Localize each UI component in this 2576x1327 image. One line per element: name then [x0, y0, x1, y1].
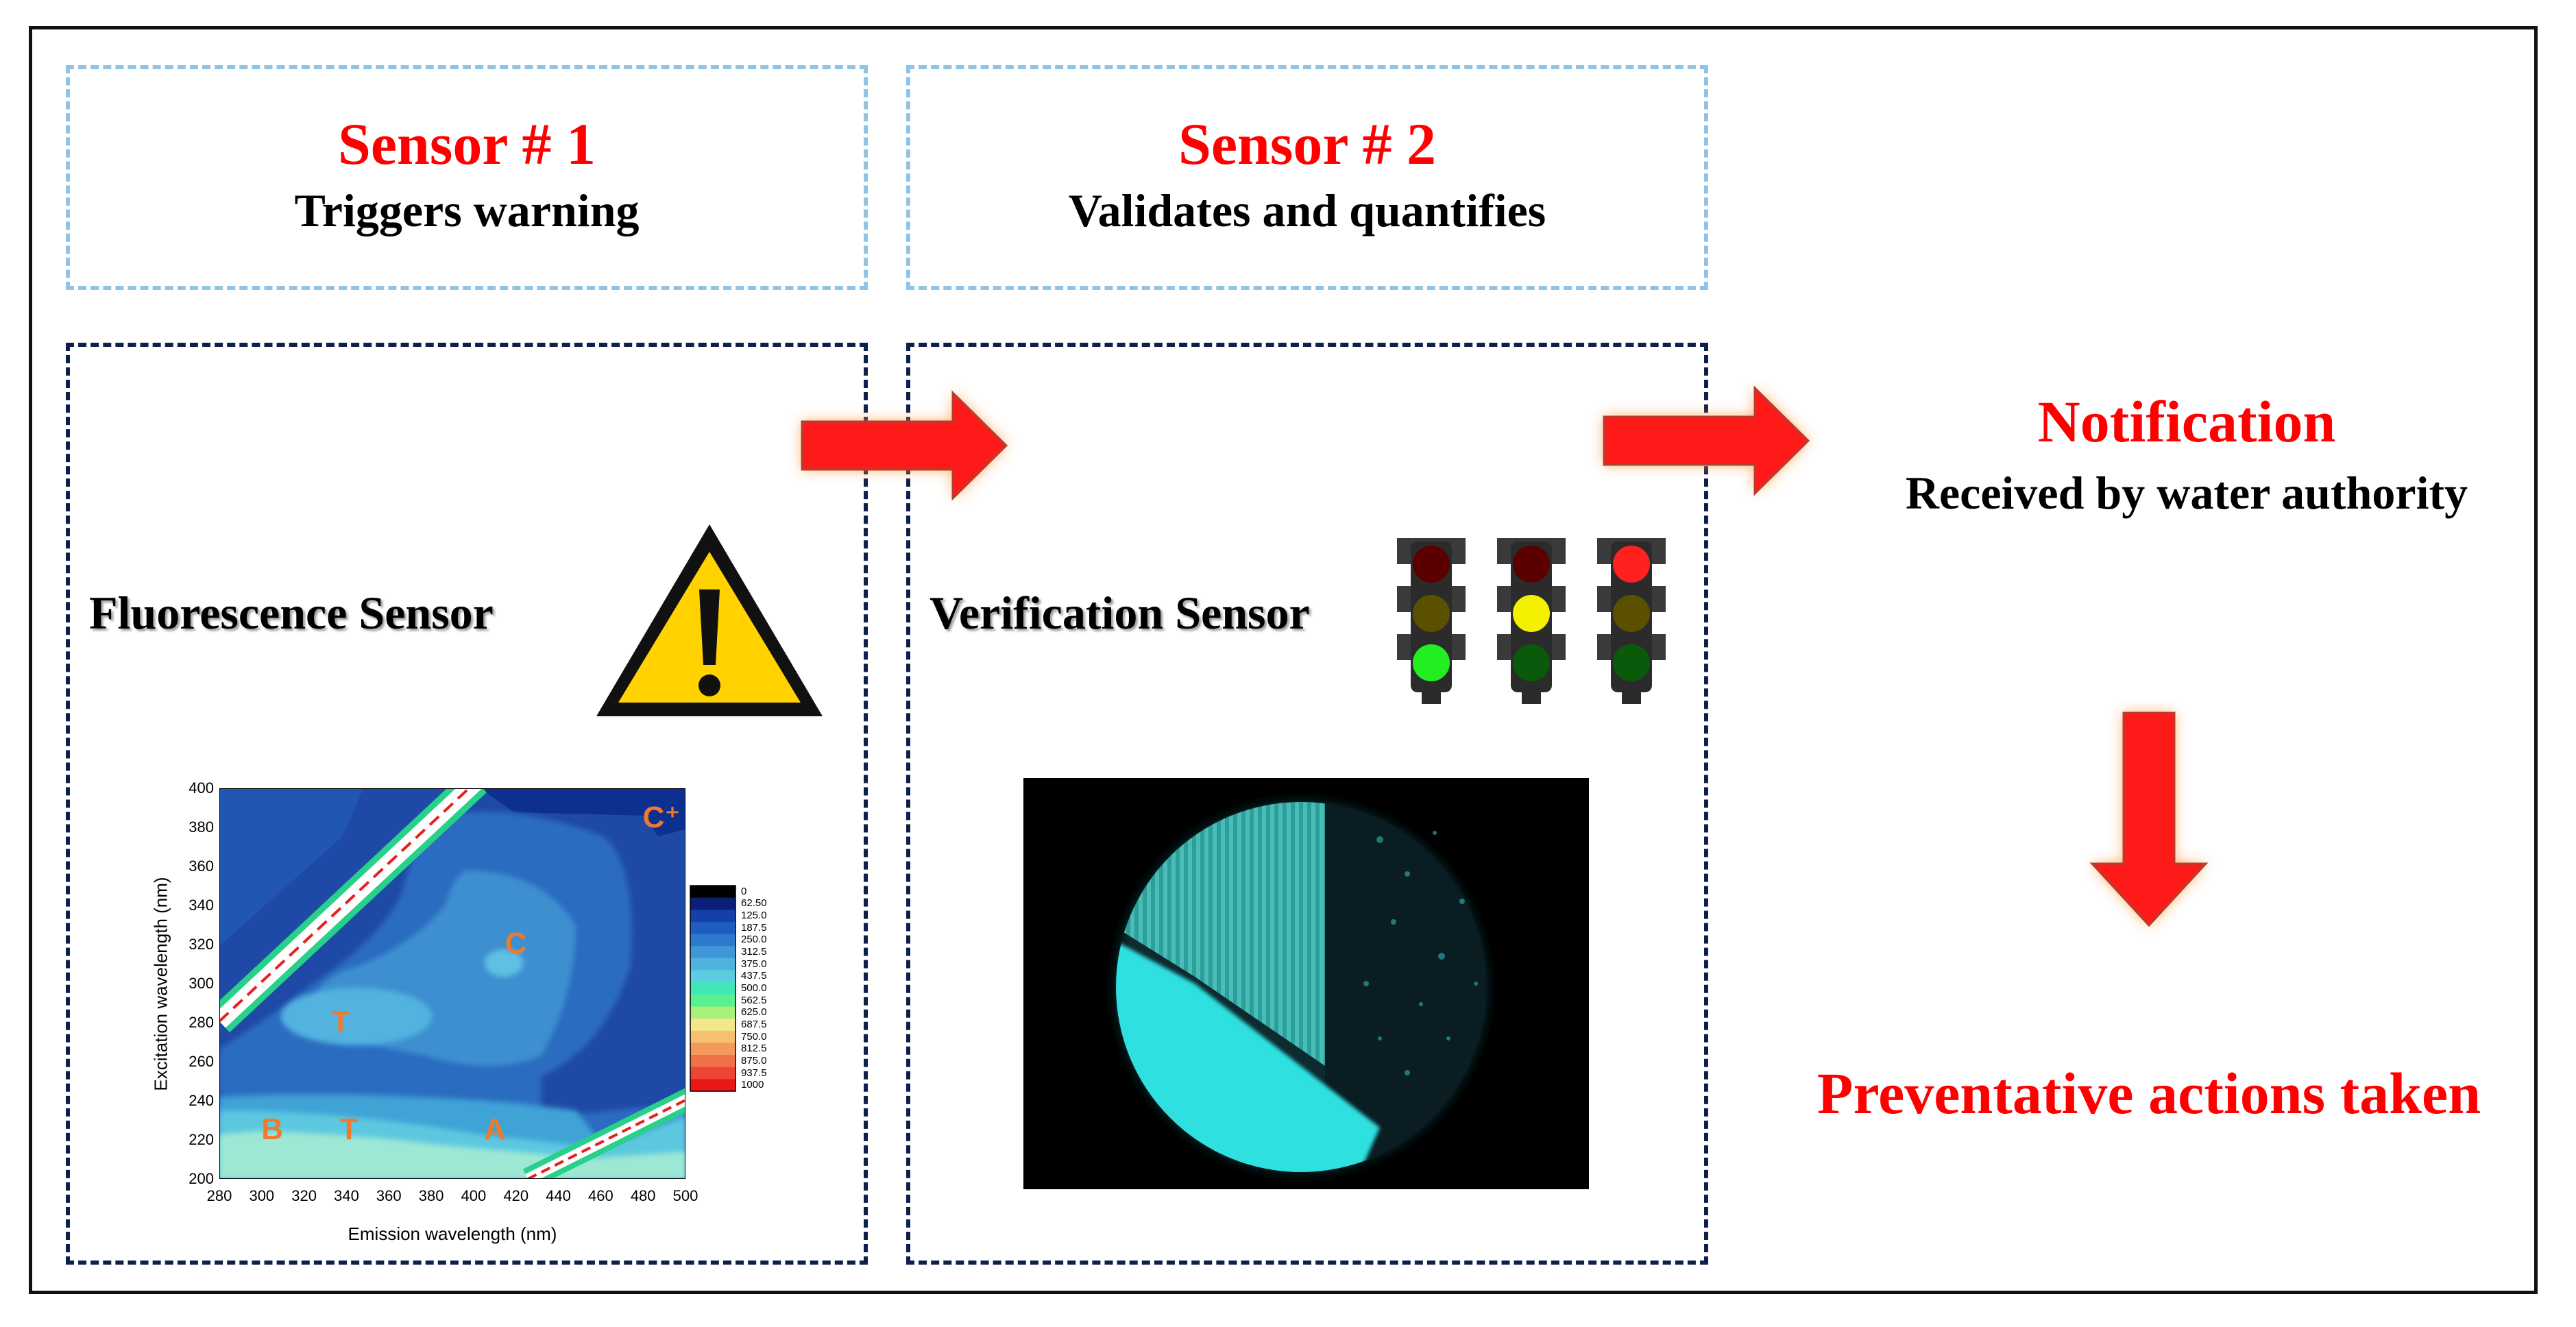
sensor1-box — [66, 343, 868, 1265]
traffic-light-icon — [1397, 538, 1666, 704]
y-tick-label: 320 — [189, 936, 214, 953]
preventative-actions-text: Preventative actions taken — [1816, 1060, 2481, 1126]
colorbar-label: 1000 — [741, 1079, 764, 1091]
colorbar-label: 250.0 — [741, 934, 767, 946]
colorbar-label: 375.0 — [741, 958, 767, 970]
y-tick-label: 280 — [189, 1014, 214, 1031]
colorbar-swatch — [690, 921, 736, 935]
colorbar-label: 500.0 — [741, 982, 767, 994]
colorbar-label: 687.5 — [741, 1018, 767, 1030]
colorbar-swatch — [690, 934, 736, 947]
x-tick-label: 380 — [418, 1187, 444, 1204]
colorbar-swatch — [690, 897, 736, 910]
sensor2-header-box — [906, 65, 1708, 290]
colorbar-label: 750.0 — [741, 1030, 767, 1043]
colorbar-swatch — [690, 970, 736, 983]
x-tick-label: 400 — [461, 1187, 487, 1204]
colorbar — [690, 885, 736, 1092]
colorbar-label: 62.50 — [741, 897, 767, 910]
colorbar-swatch — [690, 1067, 736, 1080]
notification-subtitle: Received by water authority — [1905, 467, 2468, 519]
colorbar-outline — [690, 885, 736, 1092]
y-tick-label: 300 — [189, 975, 214, 992]
sensor1-title: Sensor # 1 — [338, 111, 596, 177]
colorbar-swatch — [690, 982, 736, 995]
colorbar-swatch — [690, 1019, 736, 1032]
colorbar-swatch — [690, 910, 736, 923]
x-tick-label: 460 — [588, 1187, 613, 1204]
colorbar-swatch — [690, 886, 736, 899]
y-tick-label: 340 — [189, 897, 214, 914]
y-tick-label: 400 — [189, 779, 214, 796]
y-tick-label: 260 — [189, 1053, 214, 1070]
colorbar-swatch — [690, 1030, 736, 1043]
warning-triangle-icon — [596, 524, 823, 716]
notification-title: Notification — [2037, 389, 2336, 454]
peak-label: T — [339, 1112, 359, 1146]
sensor1-subtitle: Triggers warning — [294, 184, 640, 236]
colorbar-swatch — [690, 958, 736, 971]
sensor2-subtitle: Validates and quantifies — [1068, 184, 1546, 236]
x-tick-label: 360 — [376, 1187, 402, 1204]
colorbar-swatch — [690, 1043, 736, 1056]
x-tick-label: 500 — [672, 1187, 698, 1204]
colorbar-swatch — [690, 946, 736, 959]
eem-chart: 280 300 320 340 360 380 400 420 440 460 480 500 400… — [147, 775, 778, 1254]
outer-frame — [29, 26, 2538, 1294]
colorbar-label: 437.5 — [741, 970, 767, 982]
sensor2-box — [906, 343, 1708, 1265]
peak-label: T — [331, 1005, 350, 1038]
x-tick-label: 480 — [630, 1187, 656, 1204]
colorbar-swatch — [690, 1006, 736, 1019]
x-tick-label: 440 — [546, 1187, 571, 1204]
peak-label: B — [261, 1112, 284, 1146]
peak-label: C — [505, 927, 527, 960]
y-tick-label: 360 — [189, 857, 214, 875]
peak-label: C⁺ — [642, 800, 681, 834]
red-arrow-down-icon — [2089, 711, 2209, 927]
y-tick-label: 200 — [189, 1170, 214, 1187]
verification-sensor-label: Verification Sensor — [929, 587, 1310, 639]
x-tick-label: 420 — [503, 1187, 529, 1204]
colorbar-label: 312.5 — [741, 946, 767, 958]
x-tick-label: 300 — [249, 1187, 275, 1204]
x-tick-label: 320 — [291, 1187, 317, 1204]
colorbar-label: 875.0 — [741, 1054, 767, 1067]
colorbar-label: 937.5 — [741, 1067, 767, 1079]
x-tick-label: 280 — [206, 1187, 232, 1204]
peak-label: A — [483, 1112, 506, 1146]
y-tick-label: 220 — [189, 1131, 214, 1148]
y-axis-label: Excitation wavelength (nm) — [150, 877, 171, 1091]
red-arrow-icon — [801, 390, 1008, 501]
colorbar-label: 187.5 — [741, 921, 767, 934]
colorbar-swatch — [690, 1079, 736, 1092]
colorbar-label: 812.5 — [741, 1043, 767, 1055]
colorbar-swatch — [690, 1055, 736, 1068]
red-arrow-icon — [1603, 385, 1810, 496]
y-tick-label: 240 — [189, 1092, 214, 1109]
sensor2-title: Sensor # 2 — [1178, 111, 1436, 177]
x-tick-label: 340 — [334, 1187, 359, 1204]
colorbar-label: 625.0 — [741, 1006, 767, 1019]
verification-sensor-image — [1023, 778, 1589, 1189]
colorbar-label: 125.0 — [741, 910, 767, 922]
y-tick-label: 380 — [189, 818, 214, 836]
x-axis-label: Emission wavelength (nm) — [348, 1223, 557, 1244]
fluorescence-sensor-label: Fluorescence Sensor — [89, 587, 494, 639]
colorbar-label: 0 — [741, 885, 747, 897]
sensor1-header-box — [66, 65, 868, 290]
colorbar-label: 562.5 — [741, 994, 767, 1006]
eem-plot — [219, 788, 685, 1179]
colorbar-swatch — [690, 994, 736, 1007]
